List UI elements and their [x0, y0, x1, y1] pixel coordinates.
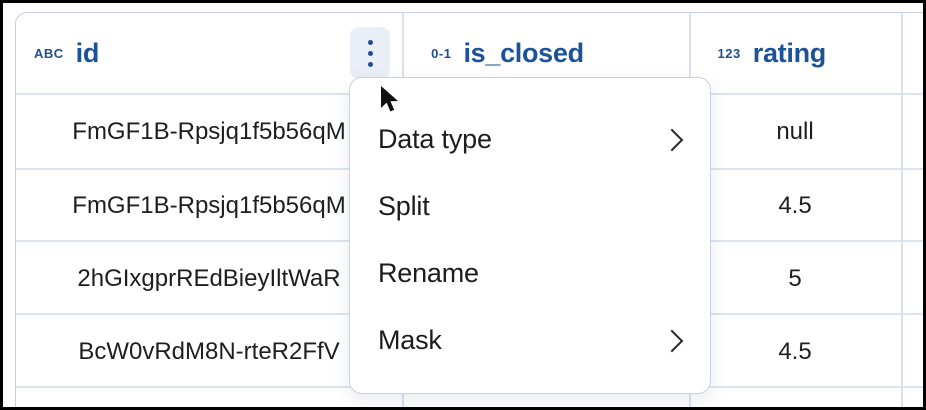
- table-row[interactable]: FmGF1B-Rpsjq1f5b56qM null: [16, 96, 923, 168]
- column-header-id[interactable]: ABC id: [16, 13, 401, 93]
- menu-item-data-type[interactable]: Data type: [350, 106, 710, 173]
- column-separator-3: [901, 13, 903, 407]
- column-header-label-id: id: [75, 37, 100, 68]
- cell-rating[interactable]: 4.5: [778, 192, 812, 219]
- cell-id[interactable]: 2hGIxgprREdBieyIltWaR: [77, 265, 341, 292]
- cell-rating[interactable]: 5: [788, 265, 802, 292]
- menu-item-label: Rename: [378, 258, 479, 288]
- menu-item-split[interactable]: Split: [350, 173, 710, 240]
- table-row[interactable]: FmGF1B-Rpsjq1f5b56qM 4.5: [16, 170, 923, 242]
- menu-item-label: Data type: [378, 124, 492, 154]
- column-header-rating[interactable]: 123 rating: [688, 13, 900, 93]
- menu-item-mask[interactable]: Mask: [350, 307, 710, 374]
- menu-item-rename[interactable]: Rename: [350, 240, 710, 307]
- cell-extra[interactable]: [901, 243, 923, 315]
- cell-rating[interactable]: 4.5: [778, 338, 812, 365]
- grid-header-row: ABC id 0-1 is_closed 123 rating: [16, 13, 923, 93]
- cell-id[interactable]: FmGF1B-Rpsjq1f5b56qM: [72, 118, 346, 145]
- number-type-icon: 123: [717, 45, 741, 61]
- kebab-dot-1: [367, 39, 373, 45]
- kebab-dot-3: [367, 61, 373, 67]
- cell-id[interactable]: FmGF1B-Rpsjq1f5b56qM: [72, 192, 346, 219]
- column-header-label-is-closed: is_closed: [463, 37, 584, 68]
- cell-extra[interactable]: [901, 96, 923, 168]
- column-context-menu: Data type Split Rename Mask: [349, 77, 711, 394]
- menu-item-label: Split: [378, 191, 430, 221]
- kebab-dot-2: [367, 50, 373, 56]
- cell-extra[interactable]: [901, 316, 923, 388]
- cell-extra[interactable]: [901, 170, 923, 242]
- chevron-right-icon: [660, 128, 684, 151]
- boolean-type-icon: 0-1: [431, 45, 452, 61]
- table-row[interactable]: BcW0vRdM8N-rteR2FfV 4.5: [16, 316, 923, 388]
- menu-item-label: Mask: [378, 325, 442, 355]
- text-type-icon: ABC: [34, 45, 64, 61]
- kebab-menu-icon[interactable]: [350, 27, 390, 79]
- chevron-right-icon: [660, 329, 684, 352]
- table-row[interactable]: 2hGIxgprREdBieyIltWaR 5: [16, 243, 923, 315]
- cell-rating[interactable]: null: [776, 118, 814, 145]
- column-header-is-closed[interactable]: 0-1 is_closed: [401, 13, 687, 93]
- column-header-extra: [899, 13, 923, 93]
- cell-id[interactable]: BcW0vRdM8N-rteR2FfV: [78, 338, 340, 365]
- column-header-label-rating: rating: [752, 37, 827, 68]
